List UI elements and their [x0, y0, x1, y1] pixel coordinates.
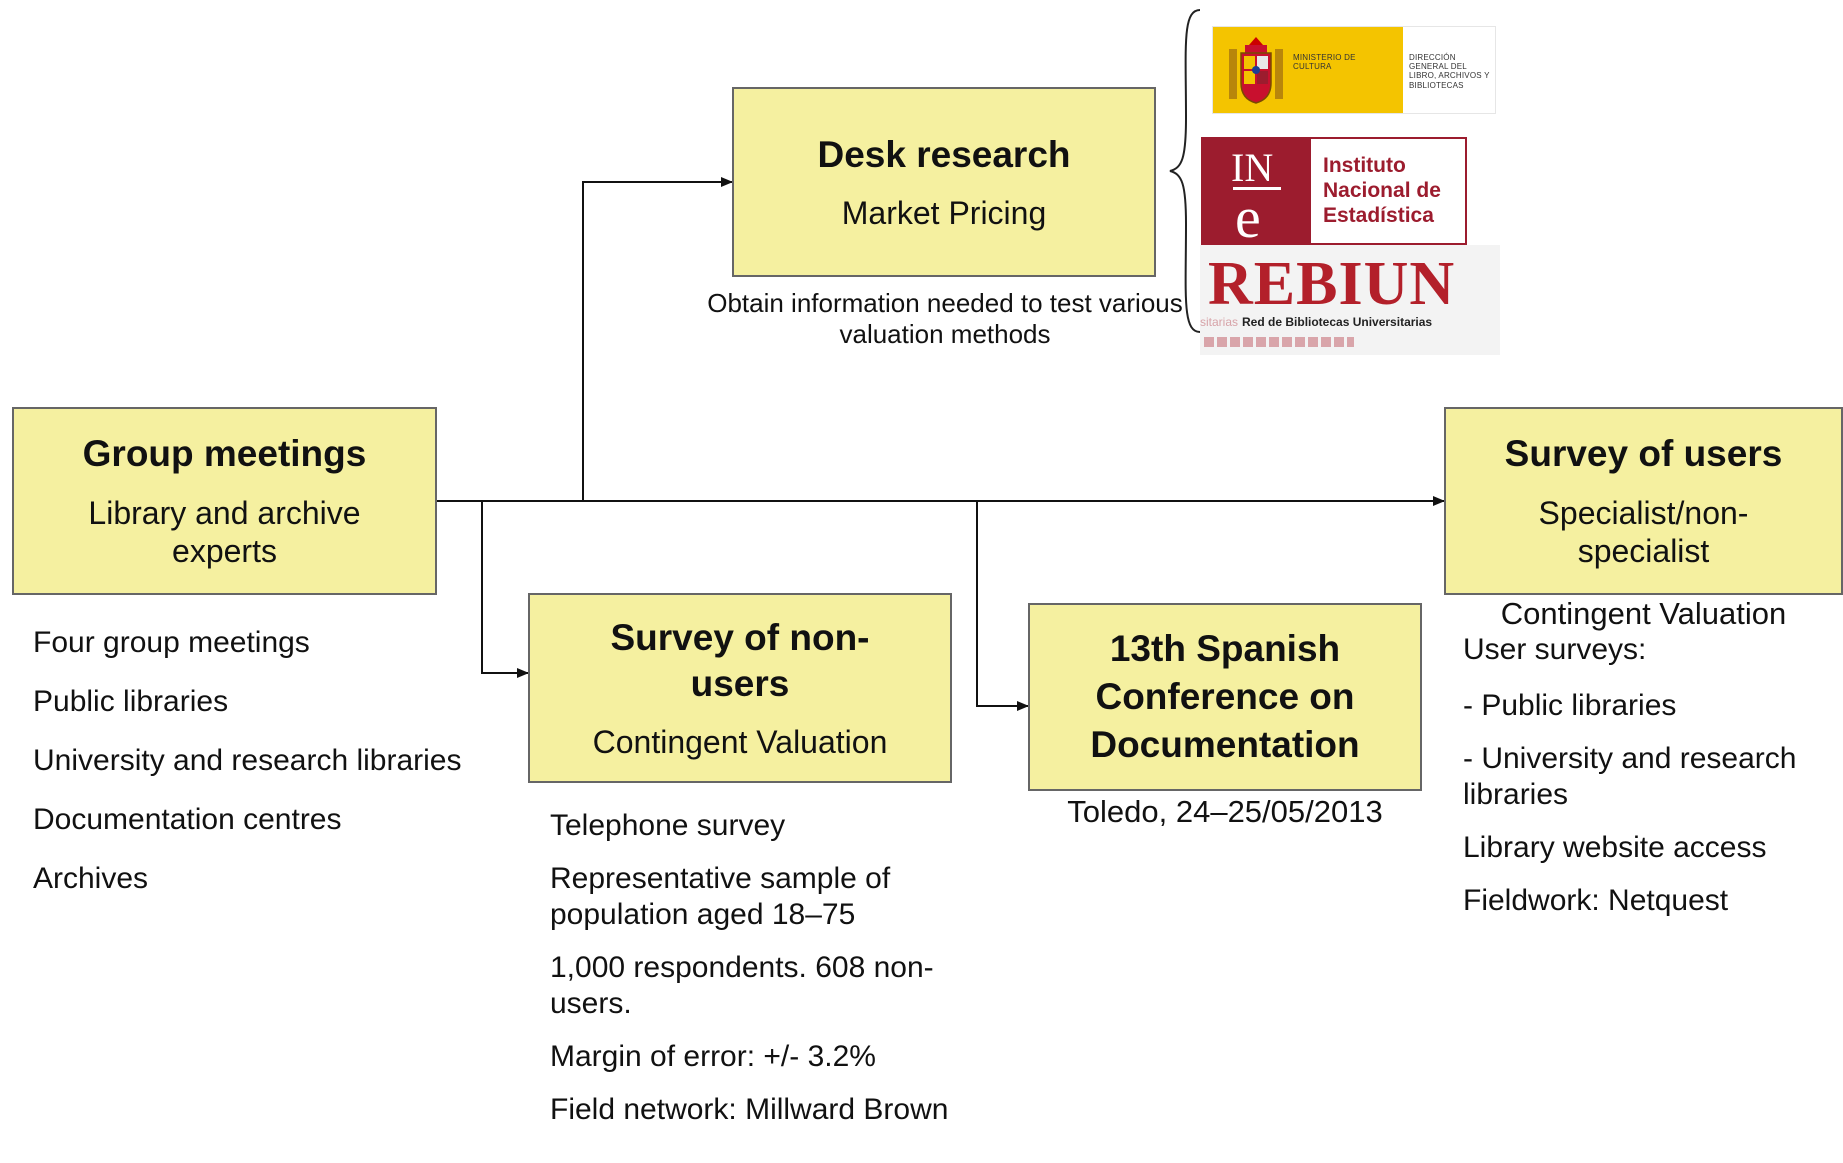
group-meetings-box: Group meetings Library and archive exper… [12, 407, 437, 595]
survey-of-users-subtitle: Specialist/non-specialist [1538, 494, 1749, 570]
list-item: User surveys: [1463, 633, 1647, 666]
survey-of-users-box: Survey of users Specialist/non-specialis… [1444, 407, 1843, 595]
list-item: University and research libraries [33, 744, 462, 777]
arrow-to-survey-of-non-users [481, 501, 529, 678]
list-item: Documentation centres [33, 803, 342, 836]
desk-research-note: Obtain information needed to test variou… [707, 288, 1183, 350]
survey-of-users-title: Survey of users [1504, 433, 1783, 475]
list-item: Public libraries [33, 685, 229, 718]
desk-research-title: Desk research [817, 133, 1071, 175]
conference-box: 13th Spanish Conference on Documentation [1028, 603, 1422, 791]
rebiun-decorative-strip [1204, 337, 1354, 347]
survey-of-non-users-box: Survey of non-users Contingent Valuation [528, 593, 952, 783]
list-item: Telephone survey [550, 809, 786, 842]
list-item: Representative sample of population aged… [550, 862, 891, 931]
ine-name: Instituto Nacional de Estadística [1323, 154, 1441, 228]
list-item: Four group meetings [33, 626, 310, 659]
coat-of-arms-icon [1229, 37, 1283, 104]
desk-research-box: Desk research Market Pricing [732, 87, 1156, 277]
desk-research-subtitle: Market Pricing [841, 194, 1047, 231]
brace-icon [1169, 9, 1201, 333]
list-item: Field network: Millward Brown [550, 1093, 949, 1126]
list-item: - Public libraries [1463, 689, 1677, 722]
group-meetings-title: Group meetings [82, 433, 367, 475]
rebiun-subtitle: Red de Bibliotecas Universitarias [1242, 315, 1433, 329]
survey-of-non-users-title: Survey of non-users [610, 616, 870, 704]
conference-title: 13th Spanish Conference on Documentation [1090, 627, 1360, 766]
list-item: Library website access [1463, 831, 1767, 864]
list-item: Margin of error: +/- 3.2% [550, 1040, 876, 1073]
ine-logo: IN e Instituto Nacional de Estadística [1201, 137, 1467, 245]
ministerio-de-cultura-logo: MINISTERIO DE CULTURA DIRECCIÓN GENERAL … [1212, 26, 1496, 114]
list-item: Fieldwork: Netquest [1463, 884, 1729, 917]
list-item: Archives [33, 862, 149, 895]
list-item: 1,000 respondents. 608 non-users. [550, 951, 934, 1020]
survey-of-non-users-list: Telephone survey Representative sample o… [550, 808, 990, 1145]
svg-text:e: e [1235, 185, 1261, 243]
ministerio-left-text: MINISTERIO DE CULTURA [1293, 53, 1356, 72]
survey-of-users-list: User surveys: - Public libraries - Unive… [1463, 632, 1843, 936]
arrow-to-desk-research [582, 177, 733, 501]
group-meetings-subtitle: Library and archive experts [88, 494, 361, 570]
list-item: - University and research libraries [1463, 742, 1797, 811]
arrow-to-conference [976, 501, 1029, 711]
rebiun-name: REBIUN [1208, 250, 1456, 318]
survey-of-non-users-subtitle: Contingent Valuation [592, 724, 888, 761]
group-meetings-list: Four group meetings Public libraries Uni… [33, 625, 462, 920]
ine-mark-icon: IN e [1231, 145, 1281, 243]
ministerio-right-text: DIRECCIÓN GENERAL DEL LIBRO, ARCHIVOS Y … [1409, 53, 1490, 90]
svg-text:IN: IN [1231, 145, 1273, 190]
conference-note: Toledo, 24–25/05/2013 [1067, 794, 1383, 829]
survey-of-users-note: Contingent Valuation [1500, 596, 1787, 631]
rebiun-faded-text: sitarias [1200, 315, 1239, 329]
